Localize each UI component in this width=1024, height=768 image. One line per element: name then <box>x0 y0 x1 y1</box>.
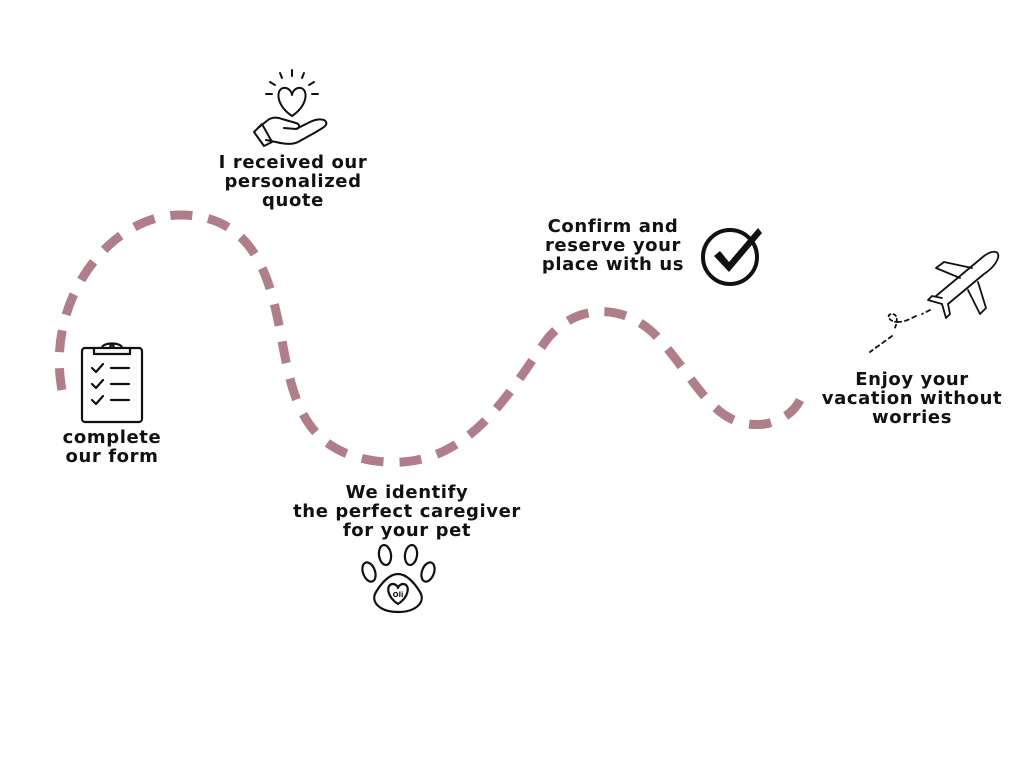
check-circle-icon <box>701 228 762 286</box>
step-confirm-line-2: reserve your <box>544 235 682 256</box>
step-label-confirm: Confirm and reserve your place with us <box>530 217 696 274</box>
step-caregiver-line-3: for your pet <box>342 520 472 541</box>
clipboard-checklist-icon <box>80 342 144 424</box>
step-label-enjoy: Enjoy your vacation without worries <box>814 370 1010 427</box>
step-quote-line-1: I received our <box>218 152 368 173</box>
step-enjoy-line-3: worries <box>871 407 953 428</box>
heart-in-hand-icon <box>253 69 328 147</box>
step-enjoy-line-1: Enjoy your <box>855 369 969 390</box>
step-caregiver-line-1: We identify <box>345 482 469 503</box>
step-caregiver-line-2: the perfect caregiver <box>293 501 521 522</box>
paw-badge-text: Oli <box>393 591 404 599</box>
step-label-form: complete our form <box>52 428 172 466</box>
airplane-icon <box>869 250 1000 353</box>
step-quote-line-3: quote <box>262 190 324 211</box>
step-label-quote: I received our personalized quote <box>208 153 378 210</box>
step-confirm-line-1: Confirm and <box>547 216 679 237</box>
step-label-caregiver: We identify the perfect caregiver for yo… <box>282 483 532 540</box>
journey-path-line <box>54 210 805 467</box>
step-quote-line-2: personalized <box>224 171 362 192</box>
step-confirm-line-3: place with us <box>541 254 685 275</box>
step-form-line-2: our form <box>65 446 159 467</box>
paw-heart-icon: Oli <box>361 543 436 614</box>
step-form-line-1: complete <box>62 427 162 448</box>
step-enjoy-line-2: vacation without <box>821 388 1003 409</box>
